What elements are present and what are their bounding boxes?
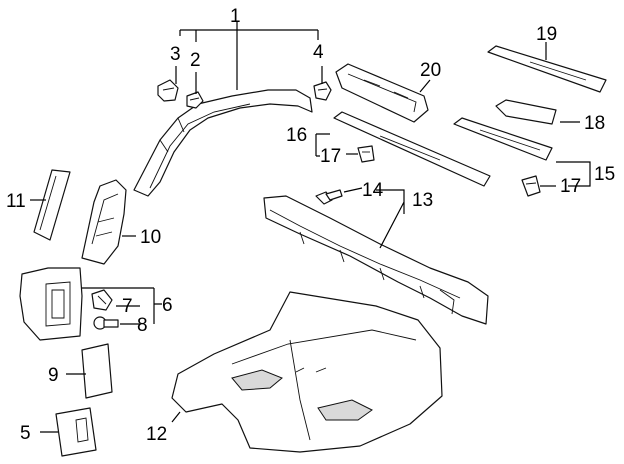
part-12-floor-carpet[interactable]	[171, 291, 443, 453]
part-4-clip[interactable]	[313, 81, 332, 101]
part-3-clip[interactable]	[157, 79, 179, 102]
part-16-scuff-plate[interactable]	[333, 111, 491, 187]
part-6-trim-panel[interactable]	[19, 267, 83, 341]
part-7-clip[interactable]	[91, 289, 113, 311]
callout-3: 3	[170, 44, 181, 65]
part-9-cover[interactable]	[81, 343, 113, 399]
callout-14: 14	[362, 180, 384, 201]
callout-15: 15	[594, 164, 615, 185]
callout-5: 5	[20, 423, 31, 444]
callout-4: 4	[313, 42, 324, 63]
callout-7: 7	[122, 296, 133, 317]
callout-8: 8	[137, 315, 148, 336]
part-13-rear-panel[interactable]	[263, 195, 489, 325]
callout-2: 2	[190, 50, 201, 71]
callout-16: 16	[286, 125, 307, 146]
part-15-scuff-plate[interactable]	[453, 117, 553, 161]
callout-17: 17	[320, 146, 341, 167]
part-10-pillar-trim[interactable]	[81, 179, 127, 265]
part-20-console[interactable]	[335, 63, 429, 123]
part-1-pillar-trim[interactable]	[133, 89, 313, 197]
callout-9: 9	[48, 365, 59, 386]
part-11-trim-strip[interactable]	[33, 169, 71, 241]
callout-19: 19	[536, 24, 557, 45]
part-19-sill-plate[interactable]	[487, 45, 607, 93]
part-5-quarter-trim[interactable]	[55, 407, 97, 457]
callout-labels: 1 2 3 4 5 6 7 8 9 10 11 12 13 14 15 16 1…	[6, 6, 615, 445]
callout-18: 18	[584, 113, 605, 134]
callout-1: 1	[230, 6, 241, 27]
part-14-bolt[interactable]	[315, 189, 343, 205]
callout-17-right: 17	[560, 176, 581, 197]
part-8-fastener[interactable]	[93, 316, 119, 330]
callout-13: 13	[412, 190, 433, 211]
part-17-clip[interactable]	[357, 145, 375, 163]
part-18-scuff-plate[interactable]	[495, 99, 557, 125]
callout-10: 10	[140, 227, 161, 248]
callout-11: 11	[6, 191, 26, 212]
leader-lines	[30, 22, 591, 433]
callout-12: 12	[146, 424, 167, 445]
callout-6: 6	[162, 295, 173, 316]
callout-20: 20	[420, 60, 441, 81]
part-17-clip-right[interactable]	[521, 175, 541, 197]
